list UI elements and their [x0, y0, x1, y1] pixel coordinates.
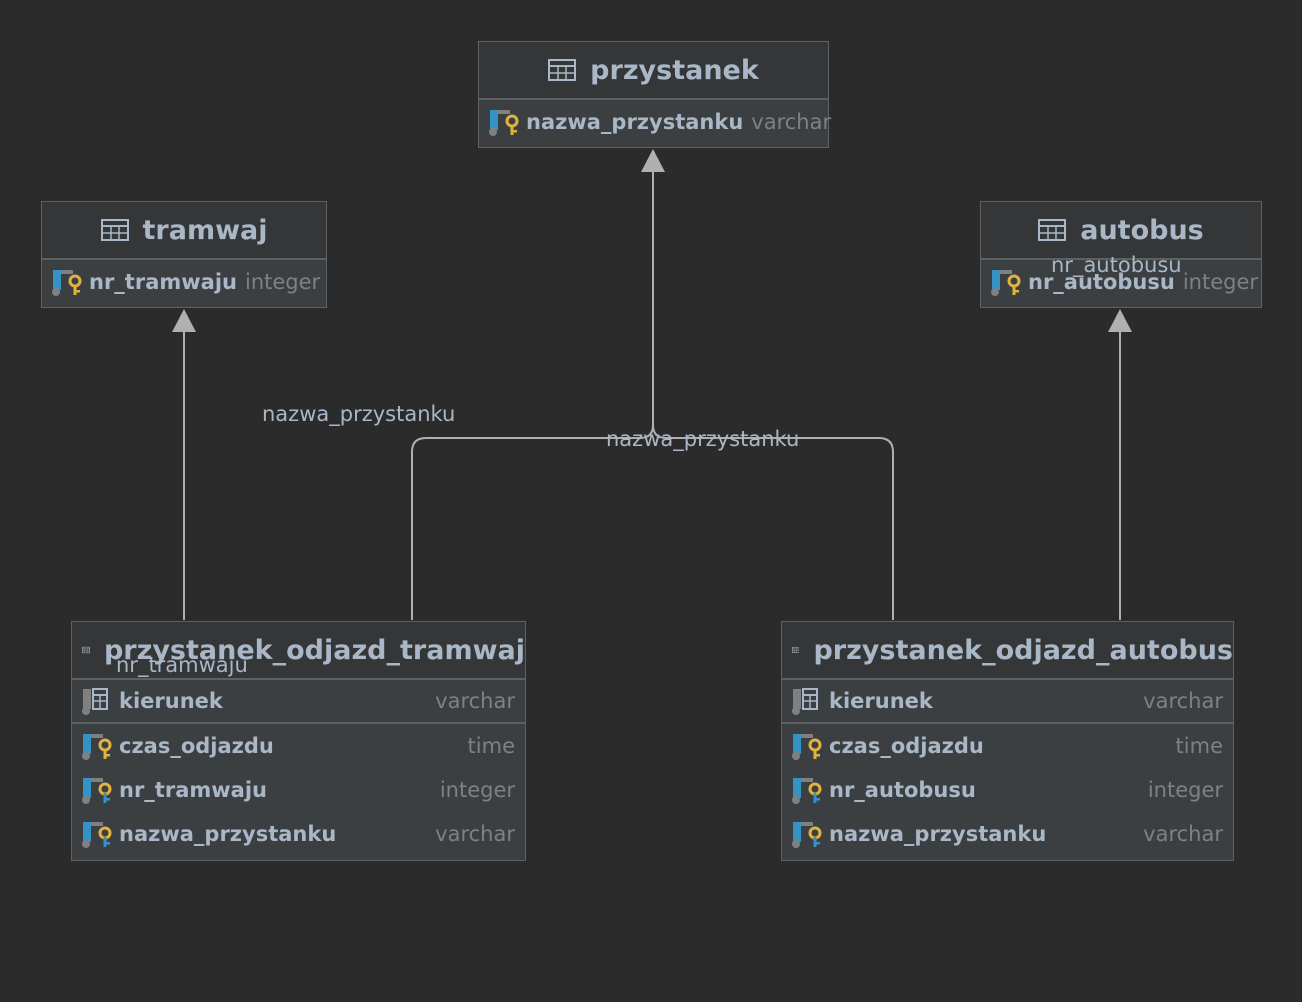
primary-key-icon [792, 734, 822, 760]
column-type: varchar [435, 822, 515, 846]
column-name: nazwa_przystanku [119, 822, 337, 846]
edge-label-autobus: nr_autobusu [1051, 253, 1182, 277]
edge-label-tramwaj: nr_tramwaju [116, 653, 248, 677]
table-header: przystanek_odjazd_tramwaj [72, 622, 525, 680]
column-name: nazwa_przystanku [526, 110, 744, 134]
column-row[interactable]: nazwa_przystanku varchar [782, 812, 1233, 856]
edge-label-przystanek-right: nazwa_przystanku [606, 427, 800, 451]
primary-key-icon [991, 270, 1021, 296]
column-type: varchar [435, 689, 515, 713]
table-przystanek-odjazd-autobus[interactable]: przystanek_odjazd_autobus kierunek varch… [781, 621, 1234, 861]
column-row[interactable]: kierunek varchar [782, 680, 1233, 724]
table-icon [1038, 219, 1067, 241]
column-name: nazwa_przystanku [829, 822, 1047, 846]
column-type: varchar [1143, 822, 1223, 846]
primary-key-icon [489, 110, 519, 136]
arrowhead-autobus-icon [1108, 309, 1132, 332]
primary-key-icon [82, 734, 112, 760]
edge-przystanek[interactable] [411, 149, 894, 620]
table-icon [548, 59, 577, 81]
table-icon [82, 646, 90, 654]
column-name: nr_tramwaju [119, 778, 267, 802]
column-row[interactable]: nr_autobusu integer [981, 260, 1261, 304]
column-icon [82, 688, 108, 715]
primary-foreign-key-icon [82, 778, 112, 804]
column-row[interactable]: nr_tramwaju integer [42, 260, 326, 304]
primary-foreign-key-icon [792, 778, 822, 804]
table-title: przystanek [590, 54, 759, 86]
column-icon [792, 688, 818, 715]
column-name: kierunek [119, 689, 223, 713]
table-przystanek-odjazd-tramwaj[interactable]: przystanek_odjazd_tramwaj kierunek varch… [71, 621, 526, 861]
column-name: kierunek [829, 689, 933, 713]
column-row[interactable]: czas_odjazdu time [72, 724, 525, 768]
table-title: tramwaj [142, 214, 268, 246]
primary-foreign-key-icon [792, 822, 822, 848]
column-row[interactable]: nazwa_przystanku varchar [479, 100, 832, 144]
table-autobus[interactable]: autobus nr_autobusu integer [980, 201, 1262, 308]
table-header: tramwaj [42, 202, 326, 260]
table-icon [100, 219, 129, 241]
column-type: integer [439, 778, 515, 802]
column-row[interactable]: nazwa_przystanku varchar [72, 812, 525, 856]
column-name: czas_odjazdu [829, 734, 984, 758]
column-row[interactable]: czas_odjazdu time [782, 724, 1233, 768]
arrowhead-przystanek-icon [641, 149, 665, 172]
table-title: przystanek_odjazd_tramwaj [103, 634, 525, 666]
arrowhead-tramwaj-icon [172, 309, 196, 332]
table-header: przystanek_odjazd_autobus [782, 622, 1233, 680]
edge-autobus[interactable] [1108, 309, 1132, 620]
table-title: przystanek_odjazd_autobus [813, 634, 1233, 666]
column-type: time [467, 734, 515, 758]
table-title: autobus [1080, 214, 1204, 246]
column-type: integer [1147, 778, 1223, 802]
table-header: autobus [981, 202, 1261, 260]
table-header: przystanek [479, 42, 828, 100]
column-row[interactable]: kierunek varchar [72, 680, 525, 724]
table-tramwaj[interactable]: tramwaj nr_tramwaju integer [41, 201, 327, 308]
column-name: nr_autobusu [829, 778, 976, 802]
column-name: nr_tramwaju [89, 270, 237, 294]
primary-foreign-key-icon [82, 822, 112, 848]
column-type: integer [244, 270, 321, 294]
column-type: varchar [1143, 689, 1223, 713]
edge-tramwaj[interactable] [172, 309, 196, 620]
table-przystanek[interactable]: przystanek nazwa_przystanku varchar [478, 41, 832, 148]
column-type: time [1175, 734, 1223, 758]
column-type: varchar [751, 110, 832, 134]
edge-label-przystanek-left: nazwa_przystanku [262, 402, 456, 426]
column-row[interactable]: nr_autobusu integer [782, 768, 1233, 812]
column-name: czas_odjazdu [119, 734, 274, 758]
primary-key-icon [52, 270, 82, 296]
column-type: integer [1182, 270, 1259, 294]
table-icon [792, 647, 800, 653]
column-row[interactable]: nr_tramwaju integer [72, 768, 525, 812]
column-name: nr_autobusu [1028, 270, 1175, 294]
